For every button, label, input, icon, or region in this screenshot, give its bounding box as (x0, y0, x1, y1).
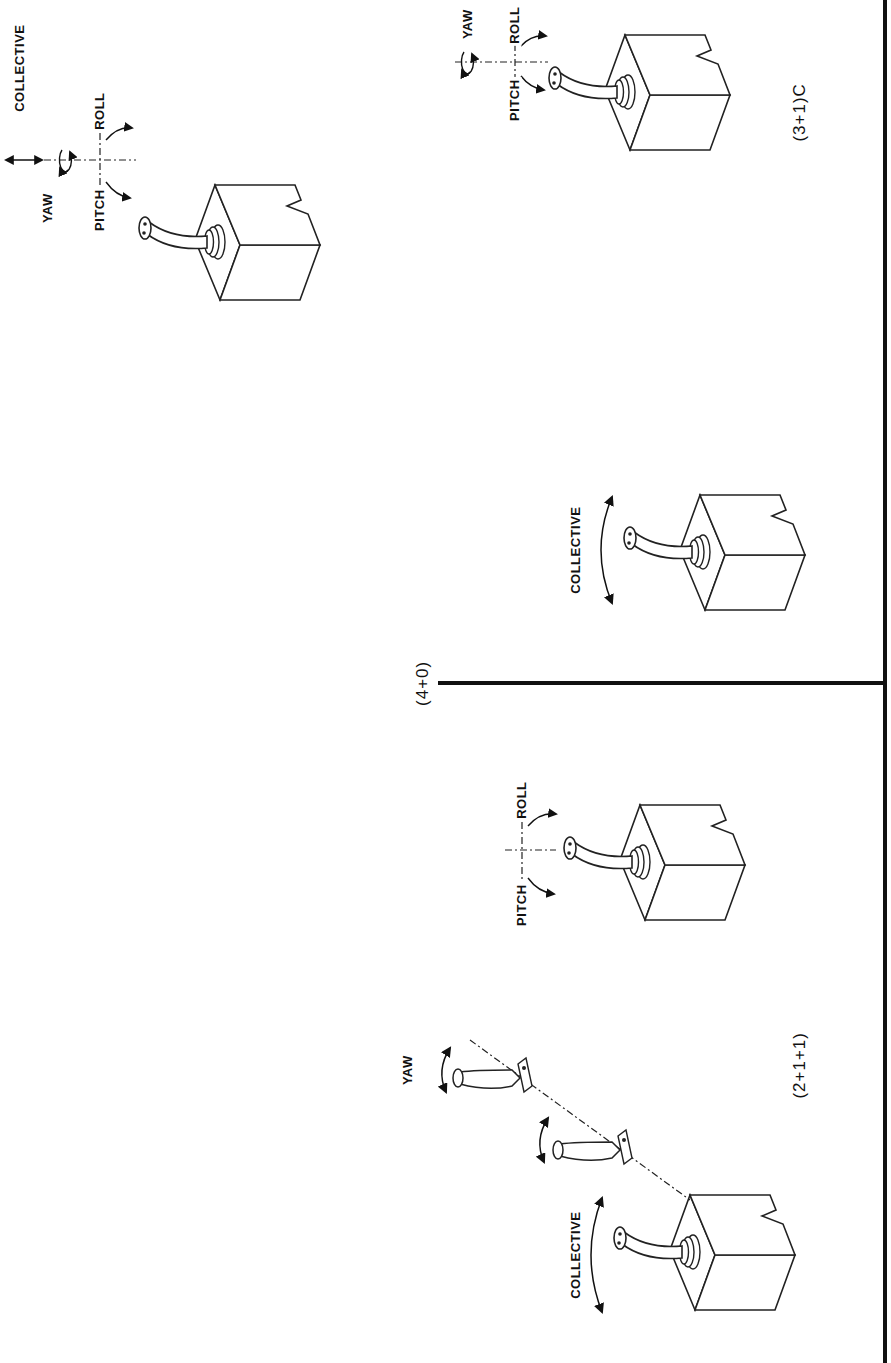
axis-label: ROLL (515, 779, 529, 820)
axis-label: PITCH (508, 77, 522, 123)
configuration-label: (3+1)C (791, 81, 810, 143)
axis-label: YAW (461, 7, 475, 41)
axis-label: YAW (41, 191, 55, 225)
axis-label: ROLL (93, 90, 107, 131)
axis-label: COLLECTIVE (13, 22, 27, 113)
configuration-label: (4+0) (415, 658, 434, 707)
axis-label: PITCH (93, 187, 107, 233)
configuration-label: (2+1+1) (791, 1030, 810, 1101)
axis-label: COLLECTIVE (569, 504, 583, 595)
axis-label: PITCH (515, 882, 529, 928)
axis-label: YAW (401, 1053, 415, 1087)
axis-label: COLLECTIVE (569, 1209, 583, 1300)
axis-label: ROLL (508, 4, 522, 45)
